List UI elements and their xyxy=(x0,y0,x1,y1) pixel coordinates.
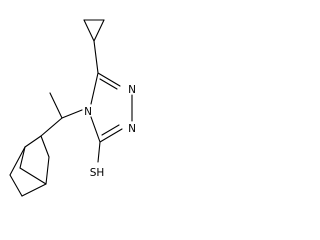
atom-label-n4: N xyxy=(84,106,92,118)
bond-nb-c7-c4 xyxy=(19,167,47,185)
atom-label-n2: N xyxy=(128,123,136,135)
bond-ch-norbornyl xyxy=(40,117,63,137)
bond-nb-c5-c4 xyxy=(21,183,47,197)
bond-nb-c1-c7 xyxy=(19,146,26,169)
atom-label-n1: N xyxy=(128,84,136,96)
bond-c3-s xyxy=(97,141,101,163)
bond-n4-ch xyxy=(61,109,83,119)
molecule-structure: N N N SH xyxy=(9,19,136,197)
norbornane-cage xyxy=(9,135,50,197)
bond-n2-c3 xyxy=(99,128,123,143)
cyclopropyl-ring xyxy=(83,19,105,42)
bond-ch-methyl xyxy=(49,92,63,119)
bond-n4-c5 xyxy=(90,72,99,105)
bond-nb-c1-c6 xyxy=(9,146,26,176)
bond-nb-c3-c4 xyxy=(45,156,50,185)
bond-cp-2 xyxy=(83,19,95,42)
bond-cp-3 xyxy=(93,19,105,42)
bond-nb-c2-c1 xyxy=(24,135,42,148)
atom-label-sh: SH xyxy=(90,167,105,179)
bond-n2-c3-double xyxy=(101,124,120,136)
triazole-ring xyxy=(90,72,133,143)
bond-cp-c5 xyxy=(93,40,99,74)
bond-c3-n4 xyxy=(90,116,101,143)
bond-nb-c6-c5 xyxy=(9,174,23,197)
bond-c5-n1 xyxy=(97,72,121,87)
bond-nb-c2-c3 xyxy=(40,135,50,158)
bond-c5-n1-double xyxy=(99,78,118,90)
